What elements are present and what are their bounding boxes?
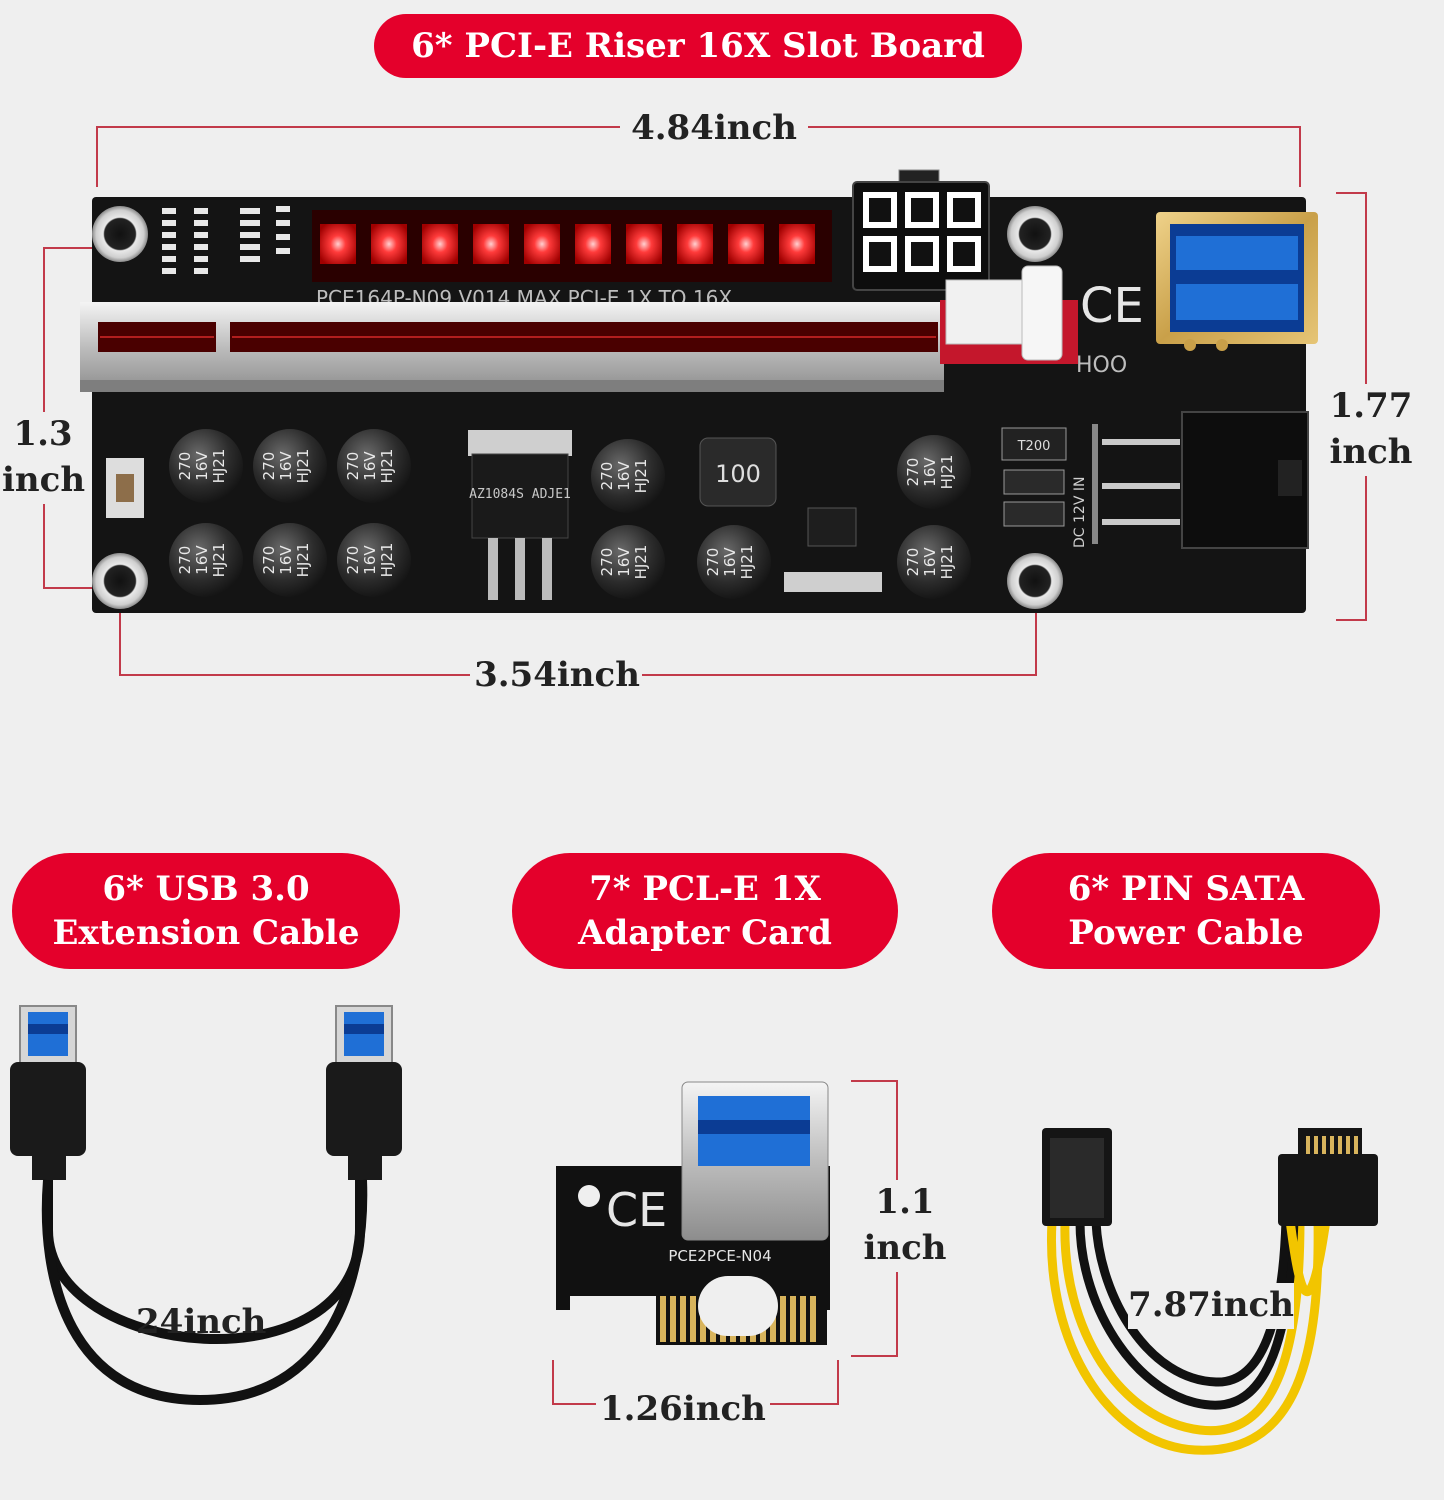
adapter-height-line1: 1.1 — [875, 1182, 935, 1222]
sata-header-line2: Power Cable — [1068, 913, 1304, 953]
molex-power-connector: DC 12V IN — [1072, 411, 1309, 549]
mount-hole-icon — [92, 206, 148, 262]
board-brand-text: HOO — [1076, 353, 1127, 378]
riser-board: PCE164P-N09 V014 MAX PCI-E 1X TO 16X HOO… — [80, 169, 1318, 613]
dc-input-label: DC 12V IN — [1072, 477, 1088, 548]
ce-mark-icon: CE — [1080, 278, 1144, 334]
mount-hole-icon — [92, 553, 148, 609]
adapter-header-line1: 7* PCL-E 1X — [589, 868, 821, 909]
adapter-height-label: 1.1 inch — [862, 1180, 948, 1272]
capacitors — [169, 429, 971, 599]
sata-length-label: 7.87inch — [1128, 1283, 1294, 1329]
capacitor-label: 27016VHJ21 — [176, 543, 228, 578]
pcie-x16-slot — [80, 302, 944, 392]
usb3-port-icon — [1156, 212, 1318, 351]
capacitor-label: 27016VHJ21 — [904, 545, 956, 580]
usb-header-line2: Extension Cable — [52, 913, 360, 953]
usb-length-label: 24inch — [136, 1302, 267, 1342]
adapter-ce-mark-icon: CE — [606, 1183, 667, 1237]
mount-hole-icon — [1007, 206, 1063, 262]
board-height-line1: 1.77 — [1329, 386, 1413, 426]
led-strip — [312, 210, 832, 282]
pcie-1x-adapter-card: CE PCE2PCE-N04 — [556, 1081, 830, 1346]
usb-extension-cable — [10, 1005, 402, 1406]
inductor-label: 100 — [715, 460, 761, 488]
usb-cable-header: 6* USB 3.0 Extension Cable — [12, 853, 400, 969]
capacitor-label: 27016VHJ21 — [598, 545, 650, 580]
capacitor-label: 27016VHJ21 — [260, 543, 312, 578]
hole-vertical-span-label: 1.3 inch — [2, 412, 86, 504]
usb-header-line1: 6* USB 3.0 — [102, 868, 310, 909]
sata-header-line1: 6* PIN SATA — [1067, 868, 1305, 909]
riser-header: 6* PCI-E Riser 16X Slot Board — [374, 14, 1022, 78]
capacitor-label: 27016VHJ21 — [704, 545, 756, 580]
adapter-height-line2: inch — [863, 1227, 947, 1268]
hole-horizontal-span-label: 3.54inch — [474, 653, 640, 699]
capacitor-label: 27016VHJ21 — [176, 449, 228, 484]
sata-cable-header: 6* PIN SATA Power Cable — [992, 853, 1380, 969]
mount-hole-icon — [1007, 553, 1063, 609]
sata-power-cable — [1042, 1128, 1378, 1455]
hole-vertical-line1: 1.3 — [13, 414, 73, 454]
capacitor-label: 27016VHJ21 — [598, 459, 650, 494]
board-height-line2: inch — [1329, 431, 1413, 472]
capacitor-label: 27016VHJ21 — [344, 449, 396, 484]
adapter-card-header: 7* PCL-E 1X Adapter Card — [512, 853, 898, 969]
adapter-dimension-lines — [552, 1080, 898, 1405]
board-width-label: 4.84inch — [624, 106, 804, 152]
regulator-label: AZ1084S ADJE1 — [469, 487, 571, 502]
adapter-width-label: 1.26inch — [600, 1387, 766, 1433]
riser-header-text: 6* PCI-E Riser 16X Slot Board — [411, 25, 985, 66]
capacitor-label: 27016VHJ21 — [904, 455, 956, 490]
hole-vertical-line2: inch — [2, 459, 86, 500]
fuse-label: T200 — [1017, 439, 1051, 454]
adapter-header-line2: Adapter Card — [578, 913, 832, 953]
slot-latch — [940, 265, 1078, 364]
six-pin-connector — [852, 169, 990, 291]
capacitor-label: 27016VHJ21 — [344, 543, 396, 578]
voltage-regulator: AZ1084S ADJE1 — [468, 430, 572, 600]
capacitor-label: 27016VHJ21 — [260, 449, 312, 484]
inductor: 100 — [699, 437, 777, 507]
board-height-label: 1.77 inch — [1322, 384, 1420, 476]
adapter-model-text: PCE2PCE-N04 — [668, 1247, 771, 1265]
